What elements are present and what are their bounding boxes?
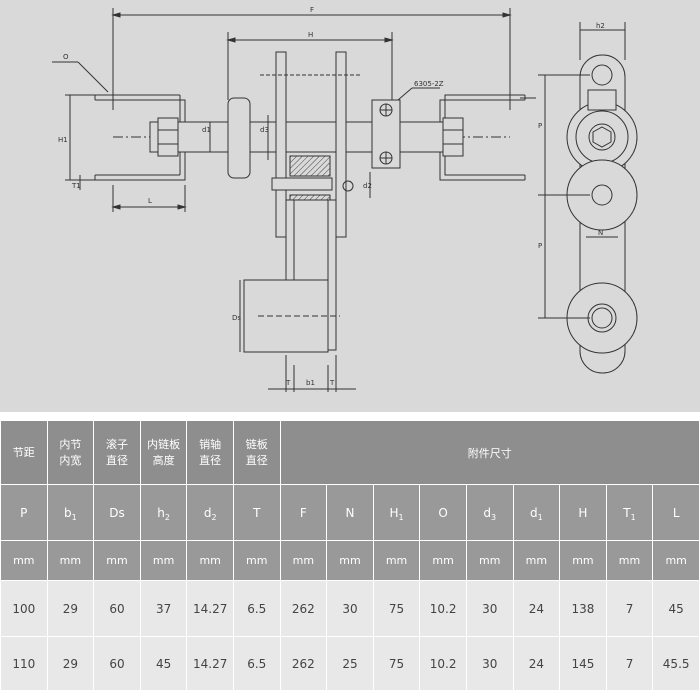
attachment-header: 附件尺寸 [279,420,700,485]
symbol-cell: d1 [512,484,561,541]
label-h2: h2 [596,22,605,30]
data-cell: 24 [512,580,561,637]
unit-cell: mm [652,540,700,581]
label-Ds: Ds [232,314,241,322]
data-cell: 138 [559,580,607,637]
data-cell: 7 [605,580,654,637]
data-cell: 14.27 [186,580,234,637]
header-cell: 内节内宽 [46,420,95,485]
unit-cell: mm [326,540,374,581]
symbol-cell: d3 [465,484,514,541]
symbol-cell: O [419,484,467,541]
symbol-cell: T1 [605,484,654,541]
label-d3: d3 [260,126,269,134]
symbol-cell: b1 [46,484,95,541]
data-cell: 25 [326,636,374,691]
label-d2: d2 [363,182,372,190]
label-H1: H1 [58,136,68,144]
data-cell: 45 [139,636,188,691]
unit-cell: mm [186,540,234,581]
symbol-row: P b1 Ds h2 d2 T F N H1 O d3 d1 H T1 L [0,484,700,541]
symbol-cell: H [559,484,607,541]
data-cell: 6.5 [232,636,281,691]
symbol-cell: d2 [186,484,234,541]
header-cell: 内链板高度 [139,420,188,485]
label-O: O [63,53,69,61]
data-cell: 30 [326,580,374,637]
label-T-left: T [285,379,291,387]
symbol-cell: T [232,484,281,541]
data-cell: 60 [93,636,141,691]
data-cell: 29 [46,580,95,637]
unit-cell: mm [419,540,467,581]
unit-row: mm mm mm mm mm mm mm mm mm mm mm mm mm m… [0,540,700,581]
unit-cell: mm [372,540,421,581]
label-P-upper: P [538,122,542,130]
table-row: 110 29 60 45 14.27 6.5 262 25 75 10.2 30… [0,636,700,691]
symbol-cell: L [652,484,700,541]
unit-cell: mm [279,540,328,581]
data-cell: 262 [279,580,328,637]
data-cell: 10.2 [419,580,467,637]
unit-cell: mm [139,540,188,581]
label-T-right: T [329,379,335,387]
label-d1: d1 [202,126,211,134]
data-cell: 75 [372,580,421,637]
data-cell: 262 [279,636,328,691]
data-cell: 45.5 [652,636,700,691]
data-cell: 6.5 [232,580,281,637]
label-H: H [308,31,313,39]
header-cell: 销轴直径 [186,420,234,485]
data-cell: 30 [465,636,514,691]
data-cell: 10.2 [419,636,467,691]
data-cell: 110 [0,636,48,691]
symbol-cell: h2 [139,484,188,541]
symbol-cell: P [0,484,48,541]
technical-drawing: F H O H1 T1 L d1 d3 d2 Ds T b1 T h2 P P … [0,0,700,412]
chain-attachment-drawing: F H O H1 T1 L d1 d3 d2 Ds T b1 T h2 P P … [52,6,638,392]
table-row: 100 29 60 37 14.27 6.5 262 30 75 10.2 30… [0,580,700,637]
label-F: F [310,6,314,14]
header-row: 节距 内节内宽 滚子直径 内链板高度 销轴直径 链板直径 附件尺寸 [0,420,700,485]
data-cell: 7 [605,636,654,691]
data-cell: 14.27 [186,636,234,691]
unit-cell: mm [46,540,95,581]
data-cell: 100 [0,580,48,637]
data-cell: 60 [93,580,141,637]
unit-cell: mm [512,540,561,581]
data-cell: 45 [652,580,700,637]
label-N: N [598,229,603,237]
header-cell: 滚子直径 [93,420,141,485]
unit-cell: mm [93,540,141,581]
label-bearing: 6305-2Z [414,80,444,88]
unit-cell: mm [559,540,607,581]
label-T1: T1 [71,182,81,190]
label-L: L [148,197,152,205]
data-cell: 29 [46,636,95,691]
data-cell: 75 [372,636,421,691]
unit-cell: mm [232,540,281,581]
label-b1: b1 [306,379,315,387]
symbol-cell: H1 [372,484,421,541]
unit-cell: mm [605,540,654,581]
data-cell: 24 [512,636,561,691]
data-cell: 145 [559,636,607,691]
data-cell: 30 [465,580,514,637]
symbol-cell: F [279,484,328,541]
symbol-cell: N [326,484,374,541]
symbol-cell: Ds [93,484,141,541]
spec-table: 节距 内节内宽 滚子直径 内链板高度 销轴直径 链板直径 附件尺寸 P b1 D… [0,420,700,691]
unit-cell: mm [0,540,48,581]
unit-cell: mm [465,540,514,581]
label-P-lower: P [538,242,542,250]
data-cell: 37 [139,580,188,637]
header-cell: 链板直径 [232,420,281,485]
header-cell: 节距 [0,420,48,485]
